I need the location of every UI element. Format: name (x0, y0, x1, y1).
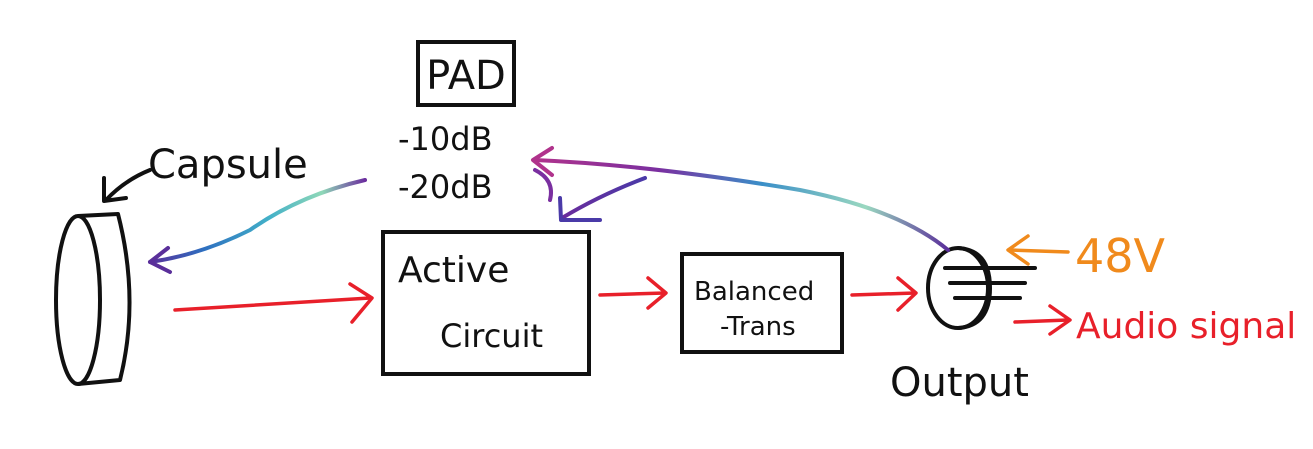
balanced-trans-label-1: Balanced (694, 277, 814, 307)
capsule-pointer-arrow (104, 168, 152, 202)
balanced-trans-group: Balanced -Trans (680, 252, 844, 354)
audio-out-arrow (1013, 318, 1070, 324)
power-arrowhead-pad (531, 146, 554, 177)
power-path (148, 146, 950, 274)
capsule-label: Capsule (148, 142, 308, 188)
capsule-pointer-arrowhead (102, 176, 128, 203)
audio-out-arrowhead (1048, 304, 1072, 336)
balanced-trans-box (680, 252, 844, 354)
phantom-label: 48V (1075, 229, 1166, 283)
signal-arrow-capsule-to-active (173, 296, 372, 312)
active-circuit-label-1: Active (398, 250, 509, 291)
signal-arrowhead-capsule-to-active (348, 282, 374, 324)
active-circuit-label-2: Circuit (440, 317, 543, 355)
capsule-group: Capsule (54, 142, 308, 386)
audio-signal-label: Audio signal (1076, 306, 1296, 347)
pad-label: PAD (426, 53, 506, 99)
signal-arrow-balanced-to-output (850, 291, 917, 297)
pad-option-10db: -10dB (398, 120, 493, 158)
power-line-to-active (560, 176, 647, 220)
capsule-front (54, 214, 102, 386)
pad-group: PAD -10dB -20dB (398, 40, 516, 206)
output-label: Output (890, 360, 1029, 406)
phantom-power-group: 48V (1006, 229, 1166, 283)
active-circuit-box (381, 230, 591, 376)
active-circuit-group: Active Circuit (381, 230, 591, 376)
signal-arrowhead-balanced-to-output (896, 276, 918, 312)
output-connector-body (957, 246, 993, 330)
power-arrowhead-active (558, 196, 602, 222)
output-connector-ring (926, 246, 990, 330)
signal-arrowhead-active-to-balanced (646, 276, 668, 310)
pad-option-20db: -20dB (398, 168, 493, 206)
capsule-body (77, 212, 132, 386)
balanced-trans-label-2: -Trans (720, 312, 796, 342)
power-arrowhead-capsule (148, 246, 172, 274)
pad-box (416, 40, 516, 107)
phantom-arrowhead (1006, 234, 1030, 266)
power-line-from-output (533, 158, 950, 252)
power-line-pad-loop (533, 168, 553, 202)
phantom-arrow-line (1008, 248, 1070, 254)
power-line-to-capsule (148, 178, 367, 264)
signal-path (173, 276, 1072, 336)
output-connector-group: Output (890, 246, 1037, 406)
signal-arrow-active-to-balanced (598, 291, 667, 297)
